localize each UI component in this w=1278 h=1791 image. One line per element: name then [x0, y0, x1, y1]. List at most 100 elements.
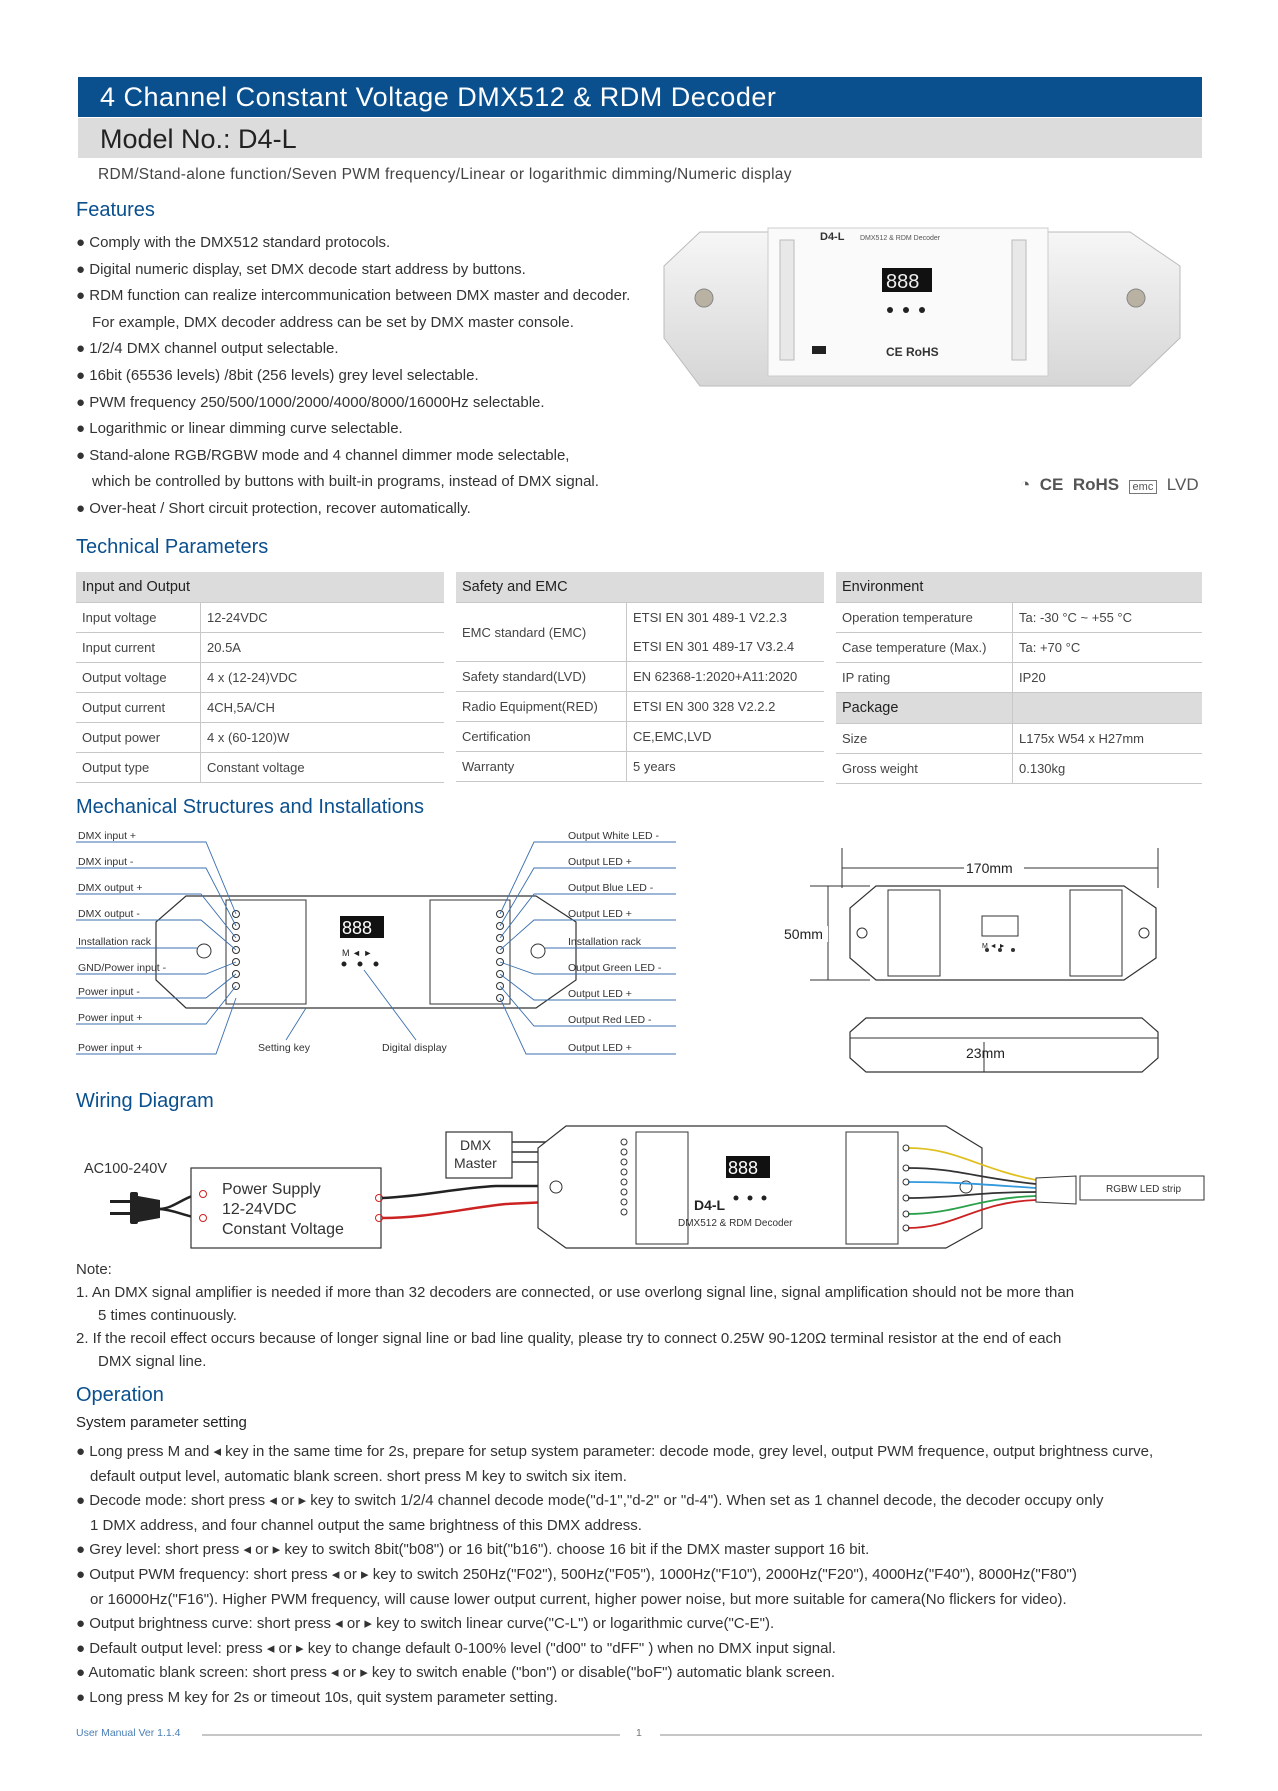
- manual-version: User Manual Ver 1.1.4: [76, 1727, 181, 1739]
- operation-heading: Operation: [76, 1384, 164, 1406]
- operation-item-continued: 1 DMX address, and four channel output t…: [90, 1516, 642, 1534]
- mech-left-label: DMX output -: [78, 908, 140, 920]
- safety-emc-table: Safety and EMC EMC standard (EMC)ETSI EN…: [456, 572, 824, 782]
- psu-line-1: Power Supply: [222, 1181, 321, 1198]
- operation-item-continued: or 16000Hz("F16"). Higher PWM frequency,…: [90, 1590, 1067, 1608]
- mech-left-label: DMX output +: [78, 882, 143, 894]
- operation-item: ● Output brightness curve: short press ◂…: [76, 1615, 775, 1633]
- mech-right-label: Output LED +: [568, 856, 632, 868]
- feature-item: ● 16bit (65536 levels) /8bit (256 levels…: [76, 366, 479, 384]
- operation-item: ● Output PWM frequency: short press ◂ or…: [76, 1565, 1077, 1583]
- wiring-diagram: AC100-240V Power Supply 12-24VDC Constan…: [84, 1125, 1205, 1249]
- setting-key-label: Setting key: [258, 1042, 311, 1054]
- feature-item: ● PWM frequency 250/500/1000/2000/4000/8…: [76, 393, 545, 411]
- mech-right-label: Output Green LED -: [568, 962, 662, 974]
- feature-item: ● RDM function can realize intercommunic…: [76, 287, 631, 305]
- operation-list: ● Long press M and ◂ key in the same tim…: [76, 1440, 1206, 1711]
- product-label: D4-L: [820, 231, 845, 243]
- operation-item: ● Long press M and ◂ key in the same tim…: [76, 1443, 1154, 1460]
- led-strip-label: RGBW LED strip: [1106, 1184, 1181, 1195]
- mech-left-label: DMX input -: [78, 856, 134, 868]
- feature-item: ● Comply with the DMX512 standard protoc…: [76, 234, 391, 251]
- psu-line-2: 12-24VDC: [222, 1201, 297, 1218]
- table-row: ETSI EN 301 489-17 V3.2.4: [456, 632, 824, 662]
- table-header: Package: [836, 692, 1013, 724]
- operation-item-continued: default output level, automatic blank sc…: [90, 1467, 627, 1485]
- feature-item: ● Digital numeric display, set DMX decod…: [76, 260, 526, 278]
- table-header: Safety and EMC: [456, 572, 824, 603]
- operation-subheading: System parameter setting: [76, 1414, 247, 1431]
- tech-heading: Technical Parameters: [76, 536, 269, 558]
- table-header: Input and Output: [76, 572, 444, 603]
- operation-item: ● Automatic blank screen: short press ◂ …: [76, 1664, 836, 1682]
- dim-width: 50mm: [784, 926, 823, 942]
- mech-right-label: Installation rack: [568, 936, 642, 948]
- note-item-continued: 5 times continuously.: [98, 1307, 237, 1324]
- feature-item: ● Over-heat / Short circuit protection, …: [76, 499, 471, 517]
- product-ce-mark: CE RoHS: [886, 345, 939, 359]
- mech-left-label: Installation rack: [78, 936, 152, 948]
- table-row: Radio Equipment(RED)ETSI EN 300 328 V2.2…: [456, 691, 824, 722]
- operation-item: ● Grey level: short press ◂ or ▸ key to …: [76, 1541, 870, 1559]
- note-item: 1. An DMX signal amplifier is needed if …: [76, 1284, 1075, 1301]
- psu-line-3: Constant Voltage: [222, 1221, 344, 1238]
- svg-text:M ◄ ►: M ◄ ►: [982, 943, 1006, 950]
- lvd-mark: LVD: [1166, 475, 1199, 494]
- feature-item: ● Logarithmic or linear dimming curve se…: [76, 420, 403, 438]
- mechanical-diagram: 888 M ◄ ► DMX input + DMX input - DMX ou…: [76, 830, 676, 1055]
- mech-left-label: Power input +: [78, 1042, 143, 1054]
- mech-left-label: DMX input +: [78, 830, 136, 842]
- note-item: 2. If the recoil effect occurs because o…: [76, 1330, 1062, 1347]
- certification-marks: ◔ CE RoHS emc LVD: [1020, 475, 1199, 495]
- table-row: EMC standard (EMC)ETSI EN 301 489-1 V2.2…: [456, 602, 824, 662]
- mech-left-label: Power input -: [78, 986, 140, 998]
- ce-mark: CE: [1039, 475, 1064, 494]
- operation-item: ● Default output level: press ◂ or ▸ key…: [76, 1639, 836, 1657]
- model-number: Model No.: D4-L: [78, 118, 1202, 158]
- product-photo: D4-L DMX512 & RDM Decoder 888 CE RoHS: [663, 227, 1181, 387]
- dim-height: 23mm: [966, 1045, 1005, 1061]
- features-list: ● Comply with the DMX512 standard protoc…: [76, 230, 656, 523]
- table-row: Safety standard(LVD)EN 62368-1:2020+A11:…: [456, 661, 824, 692]
- mech-right-label: Output LED +: [568, 988, 632, 1000]
- document-title: 4 Channel Constant Voltage DMX512 & RDM …: [78, 77, 1202, 117]
- rcm-icon: ◔: [1020, 475, 1031, 494]
- decoder-label: D4-L: [694, 1197, 726, 1213]
- mech-right-label: Output White LED -: [568, 830, 660, 842]
- emc-mark: emc: [1128, 480, 1158, 494]
- feature-item: ● Stand-alone RGB/RGBW mode and 4 channe…: [76, 446, 570, 464]
- mech-right-label: Output LED +: [568, 1042, 632, 1054]
- mech-right-label: Output LED +: [568, 908, 632, 920]
- mech-keys-label: M ◄ ►: [342, 948, 372, 958]
- ac-input-label: AC100-240V: [84, 1161, 167, 1177]
- footer-rule: [202, 1734, 1202, 1736]
- feature-item-continued: For example, DMX decoder address can be …: [92, 313, 574, 331]
- subtitle: RDM/Stand-alone function/Seven PWM frequ…: [98, 166, 792, 183]
- note-item-continued: DMX signal line.: [98, 1353, 207, 1370]
- note-section: Note: 1. An DMX signal amplifier is need…: [76, 1258, 1206, 1373]
- operation-item: ● Long press M key for 2s or timeout 10s…: [76, 1688, 558, 1706]
- operation-item: ● Decode mode: short press ◂ or ▸ key to…: [76, 1492, 1104, 1510]
- dim-length: 170mm: [966, 860, 1013, 876]
- product-display: 888: [886, 271, 919, 293]
- feature-item: ● 1/2/4 DMX channel output selectable.: [76, 340, 339, 358]
- feature-item-continued: which be controlled by buttons with buil…: [92, 473, 599, 491]
- mech-heading: Mechanical Structures and Installations: [76, 796, 424, 818]
- mech-display-digits: 888: [342, 918, 372, 938]
- mech-left-label: GND/Power input -: [78, 962, 167, 974]
- decoder-sub-label: DMX512 & RDM Decoder: [678, 1218, 793, 1229]
- dmx-master-line-1: DMX: [460, 1137, 492, 1153]
- rohs-mark: RoHS: [1072, 475, 1120, 494]
- features-heading: Features: [76, 199, 155, 221]
- digital-display-label: Digital display: [382, 1042, 448, 1054]
